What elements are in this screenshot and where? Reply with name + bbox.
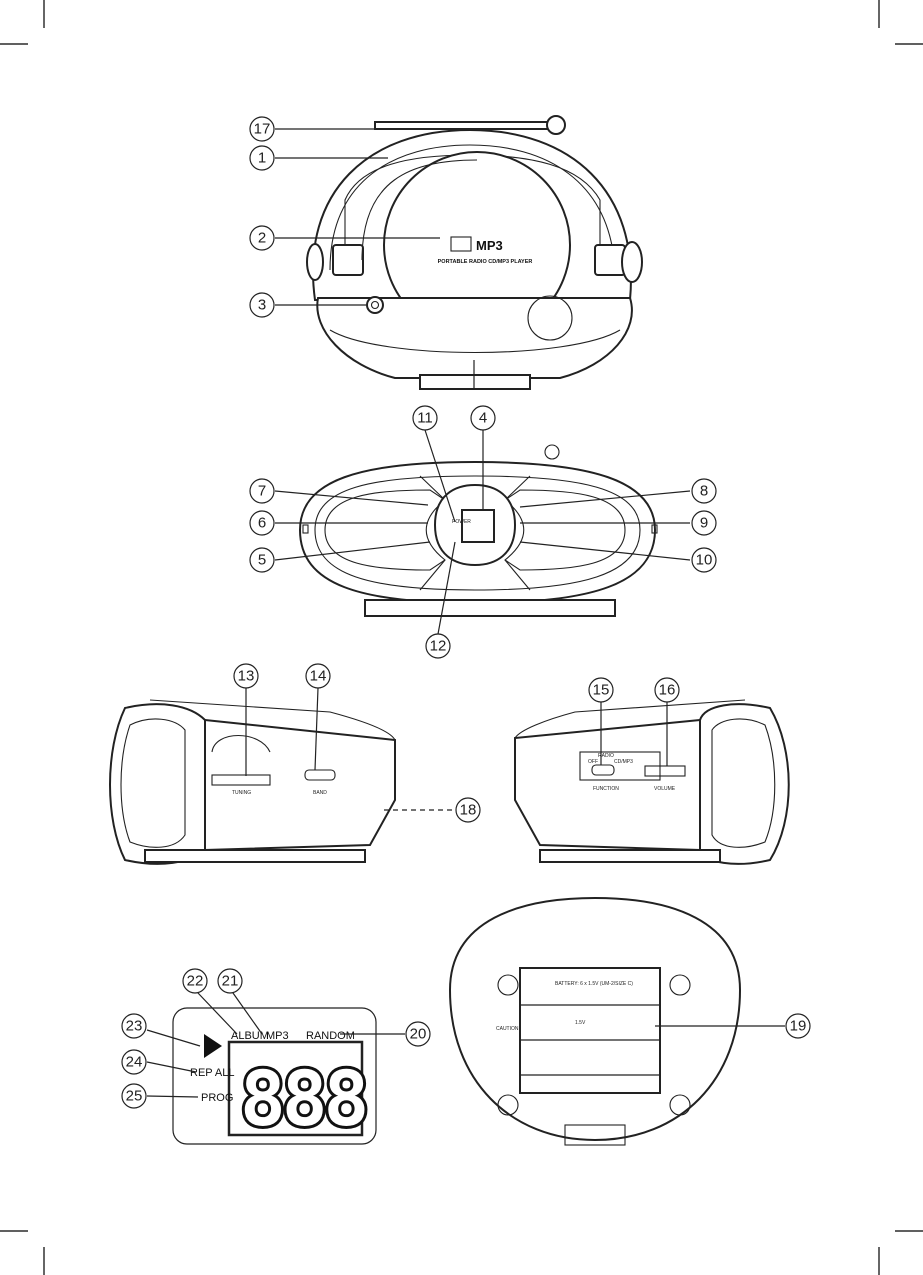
top-view: MP3 PORTABLE RADIO CD/MP3 PLAYER (306, 115, 643, 390)
power-label: POWER (452, 519, 471, 525)
function-cd-label: CD/MP3 (614, 759, 633, 765)
lcd-album: ALBUM (231, 1030, 269, 1042)
callout-6: 6 (249, 510, 275, 536)
svg-text:5: 5 (258, 552, 266, 569)
svg-text:23: 23 (126, 1018, 143, 1035)
tuning-label: TUNING (232, 790, 251, 796)
svg-text:14: 14 (310, 668, 327, 685)
svg-text:22: 22 (187, 973, 204, 990)
svg-text:16: 16 (659, 682, 676, 699)
callout-7: 7 (249, 478, 275, 504)
lcd-random: RANDOM (306, 1030, 355, 1042)
callout-23: 23 (121, 1013, 147, 1039)
bottom-view: BATTERY: 6 x 1.5V (UM-2/SIZE C) CAUTION … (448, 896, 742, 1146)
svg-text:24: 24 (126, 1054, 143, 1071)
svg-text:6: 6 (258, 515, 266, 532)
mp3-logo: MP3 (476, 238, 503, 253)
lcd-rep-all: REP ALL (190, 1067, 234, 1079)
svg-text:1: 1 (258, 150, 266, 167)
callout-15: 15 (588, 677, 614, 703)
callout-5: 5 (249, 547, 275, 573)
callout-25: 25 (121, 1083, 147, 1109)
callout-14: 14 (305, 663, 331, 689)
svg-text:13: 13 (238, 668, 255, 685)
callout-11: 11 (412, 405, 438, 431)
lcd-mp3: MP3 (266, 1030, 289, 1042)
callout-18: 18 (455, 797, 481, 823)
svg-text:19: 19 (790, 1018, 807, 1035)
svg-text:3: 3 (258, 297, 266, 314)
callout-21: 21 (217, 968, 243, 994)
svg-text:11: 11 (417, 410, 433, 427)
svg-text:4: 4 (479, 410, 487, 427)
function-radio-label: RADIO (598, 753, 614, 759)
callout-4: 4 (470, 405, 496, 431)
svg-text:20: 20 (410, 1026, 427, 1043)
svg-text:7: 7 (258, 483, 266, 500)
svg-text:17: 17 (254, 121, 271, 138)
cell-voltage-label: 1.5V (575, 1020, 586, 1026)
callout-12: 12 (425, 633, 451, 659)
leader-lines (146, 128, 785, 1098)
band-label: BAND (313, 790, 327, 796)
lcd-display: ALBUM MP3 RANDOM REP ALL PROG 888 (172, 1007, 377, 1146)
caution-label: CAUTION (496, 1026, 519, 1032)
svg-text:2: 2 (258, 230, 266, 247)
lcd-digits: 888 (240, 1054, 365, 1143)
svg-text:8: 8 (700, 483, 708, 500)
svg-text:15: 15 (593, 682, 610, 699)
callout-9: 9 (691, 510, 717, 536)
callouts: 17 1 2 3 11 4 7 6 5 12 8 9 10 13 14 15 1… (121, 116, 811, 1109)
callout-20: 20 (405, 1021, 431, 1047)
right-side-view: FUNCTION VOLUME OFF RADIO CD/MP3 (514, 699, 790, 865)
left-side-view: TUNING BAND (109, 699, 396, 865)
callout-13: 13 (233, 663, 259, 689)
callout-8: 8 (691, 478, 717, 504)
callout-1: 1 (249, 145, 275, 171)
callout-22: 22 (182, 968, 208, 994)
callout-10: 10 (691, 547, 717, 573)
svg-text:10: 10 (696, 552, 713, 569)
play-indicator-icon (204, 1034, 222, 1058)
battery-label: BATTERY: 6 x 1.5V (UM-2/SIZE C) (555, 981, 633, 987)
svg-text:21: 21 (222, 973, 239, 990)
svg-text:18: 18 (460, 802, 477, 819)
svg-text:12: 12 (430, 638, 447, 655)
svg-text:9: 9 (700, 515, 708, 532)
volume-label: VOLUME (654, 786, 676, 792)
callout-16: 16 (654, 677, 680, 703)
player-title: PORTABLE RADIO CD/MP3 PLAYER (438, 259, 533, 265)
svg-text:25: 25 (126, 1088, 143, 1105)
lcd-prog: PROG (201, 1092, 233, 1104)
function-label: FUNCTION (593, 786, 619, 792)
front-view: POWER (298, 444, 658, 617)
callout-19: 19 (785, 1013, 811, 1039)
callout-2: 2 (249, 225, 275, 251)
callout-3: 3 (249, 292, 275, 318)
callout-17: 17 (249, 116, 275, 142)
function-off-label: OFF (588, 759, 598, 765)
callout-24: 24 (121, 1049, 147, 1075)
